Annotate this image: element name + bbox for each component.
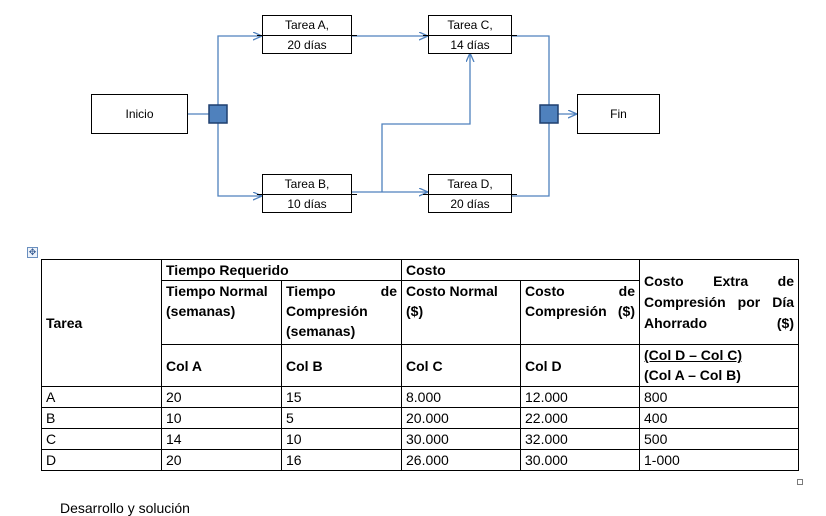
node-tarea-d-name: Tarea D,: [423, 175, 517, 195]
cell-col-b: 10: [281, 428, 402, 450]
cell-col-b: 16: [281, 449, 402, 471]
node-fin-label: Fin: [610, 107, 627, 121]
cell-tarea: B: [41, 407, 162, 429]
header-costo-extra: Costo Extra de Compresión por Día Ahorra…: [639, 259, 799, 345]
node-tarea-c-duration: 14 días: [450, 38, 490, 52]
connector-junction-tarea-a: [217, 36, 262, 105]
cell-col-c: 30.000: [401, 428, 521, 450]
cell-col-c: 8.000: [401, 386, 521, 408]
cell-col-a: 14: [161, 428, 282, 450]
table-row: B 10 5 20.000 22.000 400: [41, 407, 799, 429]
node-tarea-c: Tarea C, 14 días: [423, 15, 517, 54]
node-tarea-b-name: Tarea B,: [257, 175, 357, 195]
node-inicio: Inicio: [91, 94, 188, 134]
cell-col-a: 20: [161, 449, 282, 471]
connector-tarea-d-junction: [512, 123, 550, 197]
header-tiempo-normal: Tiempo Normal (semanas): [161, 280, 282, 345]
junction-start: [208, 104, 228, 124]
table-move-handle-icon[interactable]: ✥: [27, 247, 38, 258]
formula-numerator: (Col D – Col C): [644, 347, 742, 363]
header-costo-compresion: Costo de Compresión ($): [520, 280, 640, 345]
header-col-b: Col B: [281, 344, 402, 387]
header-costo: Costo: [401, 259, 640, 281]
node-tarea-a: Tarea A, 20 días: [257, 15, 357, 54]
header-formula: (Col D – Col C) (Col A – Col B): [639, 344, 799, 387]
node-tarea-c-name: Tarea C,: [423, 16, 517, 36]
cell-costo-extra: 1-000: [639, 449, 799, 471]
table-row: A 20 15 8.000 12.000 800: [41, 386, 799, 408]
node-tarea-d-duration: 20 días: [450, 197, 490, 211]
header-tiempo-compresion: Tiempo de Compresión (semanas): [281, 280, 402, 345]
node-inicio-label: Inicio: [125, 107, 154, 121]
junction-end: [539, 104, 559, 124]
cell-col-a: 20: [161, 386, 282, 408]
node-tarea-b-duration: 10 días: [287, 197, 327, 211]
cell-col-b: 5: [281, 407, 402, 429]
formula-denominator: (Col A – Col B): [644, 367, 741, 383]
node-fin: Fin: [577, 94, 660, 134]
header-col-d: Col D: [520, 344, 640, 387]
cell-col-c: 26.000: [401, 449, 521, 471]
table-row: D 20 16 26.000 30.000 1-000: [41, 449, 799, 471]
header-col-c: Col C: [401, 344, 521, 387]
table-row: C 14 10 30.000 32.000 500: [41, 428, 799, 450]
node-tarea-b: Tarea B, 10 días: [257, 174, 357, 213]
cell-col-d: 32.000: [520, 428, 640, 450]
connector-junction-tarea-b: [217, 123, 262, 196]
cell-col-d: 30.000: [520, 449, 640, 471]
node-tarea-a-name: Tarea A,: [257, 16, 357, 36]
cell-col-d: 12.000: [520, 386, 640, 408]
header-tiempo-requerido: Tiempo Requerido: [161, 259, 402, 281]
cell-col-d: 22.000: [520, 407, 640, 429]
cost-table: Tarea Tiempo Requerido Costo Costo Extra…: [41, 259, 799, 471]
cell-col-b: 15: [281, 386, 402, 408]
cell-costo-extra: 500: [639, 428, 799, 450]
header-costo-normal: Costo Normal ($): [401, 280, 521, 345]
cell-costo-extra: 400: [639, 407, 799, 429]
network-diagram-connectors: [188, 0, 826, 250]
cell-tarea: D: [41, 449, 162, 471]
connector-tarea-b-tarea-c: [381, 53, 470, 192]
connector-tarea-c-junction: [512, 35, 550, 105]
header-col-a: Col A: [161, 344, 282, 387]
cell-col-c: 20.000: [401, 407, 521, 429]
cell-costo-extra: 800: [639, 386, 799, 408]
table-header-row-1: Tarea Tiempo Requerido Costo Costo Extra…: [41, 259, 799, 387]
node-tarea-d: Tarea D, 20 días: [423, 174, 517, 213]
footer-heading: Desarrollo y solución: [60, 500, 190, 516]
cell-col-a: 10: [161, 407, 282, 429]
cell-tarea: C: [41, 428, 162, 450]
header-tarea: Tarea: [41, 259, 162, 387]
table-resize-handle[interactable]: [797, 479, 803, 485]
node-tarea-a-duration: 20 días: [287, 38, 327, 52]
table-header-row-2: Tiempo Normal (semanas) Tiempo de Compre…: [42, 280, 799, 345]
cell-tarea: A: [41, 386, 162, 408]
